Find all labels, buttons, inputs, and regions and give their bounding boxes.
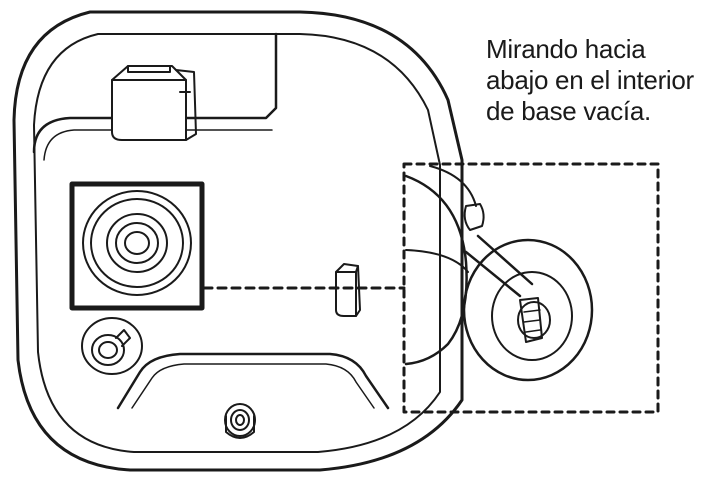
caption: Mirando hacia abajo en el interior de ba…	[486, 34, 696, 127]
latch-clip	[111, 65, 197, 141]
base-inner-rim	[33, 33, 441, 453]
bottom-tray	[116, 352, 390, 410]
upper-compartment-inner	[43, 129, 273, 161]
zoom-wheel	[462, 238, 594, 382]
caption-line: de base vacía.	[486, 96, 651, 126]
center-latch-tab	[335, 263, 361, 317]
bottom-tray-inner	[131, 363, 375, 409]
upper-compartment-outline	[32, 32, 278, 154]
base-outer-shell	[12, 10, 464, 472]
zoom-wall-outer	[404, 174, 468, 366]
highlight-box	[69, 181, 205, 311]
zoom-inset-frame	[402, 162, 660, 414]
bottom-screw	[224, 403, 256, 439]
caption-line: abajo en el interior	[486, 65, 694, 95]
round-filter	[82, 190, 192, 296]
zoom-arm	[464, 234, 534, 298]
zoom-clip	[463, 203, 485, 231]
zoom-wall-fold	[405, 249, 469, 273]
small-knob	[81, 317, 143, 375]
caption-line: Mirando hacia	[486, 34, 646, 64]
zoom-wall-top	[429, 165, 477, 207]
